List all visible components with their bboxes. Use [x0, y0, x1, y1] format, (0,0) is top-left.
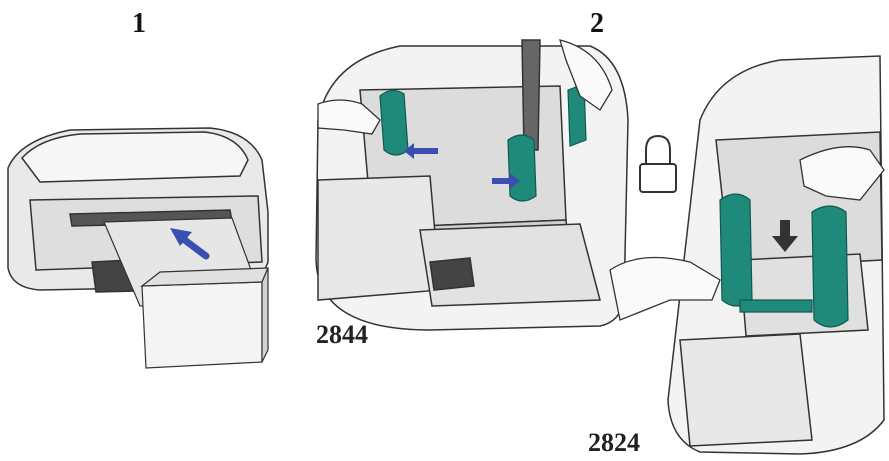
panel-1-paper [103, 217, 269, 369]
model-label-2844: 2844 [316, 320, 368, 349]
down-arrow-icon [772, 220, 798, 252]
panel-2824-media-guides [719, 193, 849, 328]
panel-2824-hands [609, 146, 885, 321]
step-number-1: 1 [132, 8, 146, 39]
panel-2844-hands [317, 39, 613, 135]
push-arrow-icon [404, 143, 520, 189]
lock-icon [639, 134, 677, 193]
feed-arrow-icon [170, 228, 210, 260]
step-number-2: 2 [590, 8, 604, 39]
model-label-2824: 2824 [588, 428, 640, 457]
panel-2824-printer [667, 55, 885, 455]
